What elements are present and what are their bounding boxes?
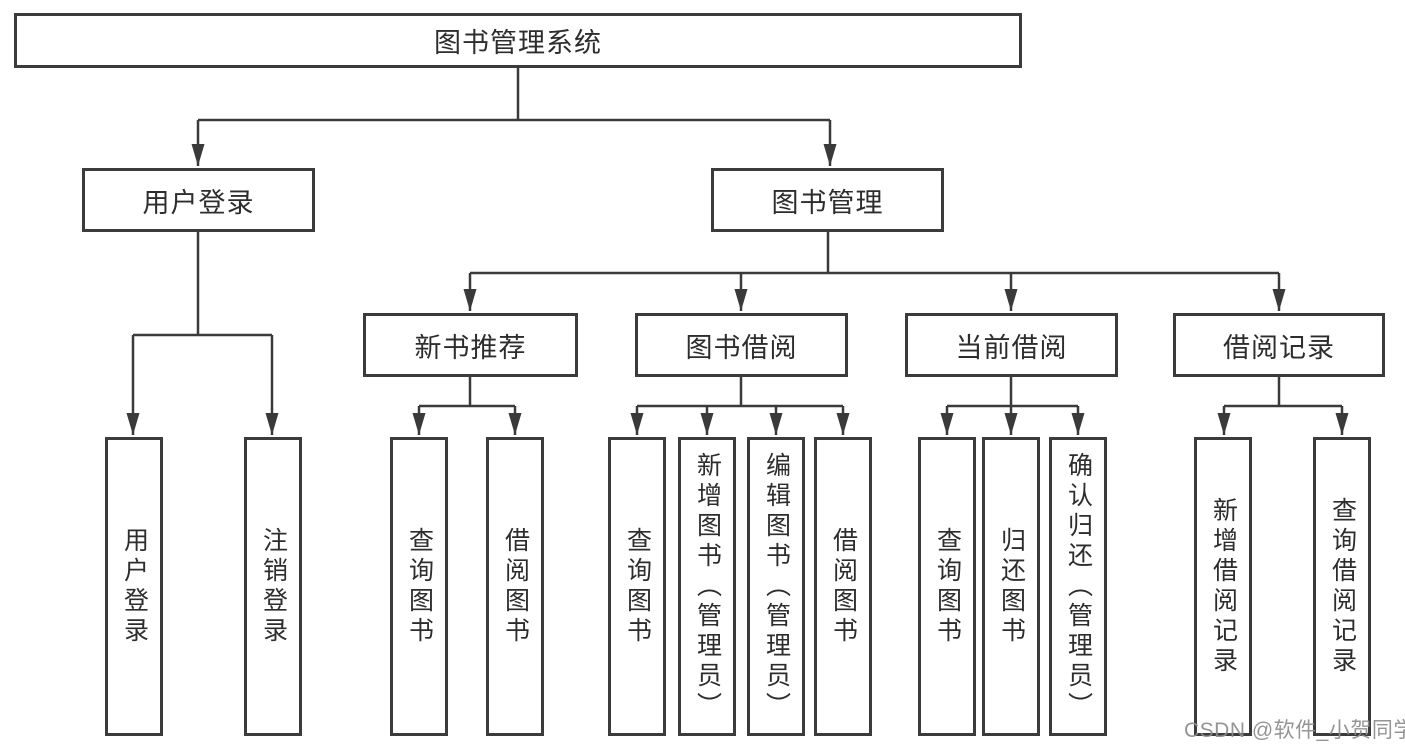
leaf-query-books-current: 查询图书 [918, 437, 976, 736]
watermark-text: CSDN @软件_小贺同学 [1184, 719, 1405, 742]
node-label: 新增借阅记录 [1209, 496, 1238, 677]
leaf-return-books: 归还图书 [982, 437, 1040, 736]
node-label: 借阅记录 [1223, 332, 1335, 363]
node-label: 注销登录 [259, 526, 288, 647]
leaf-borrow-books-borrowing: 借阅图书 [814, 437, 872, 736]
leaf-logout-login: 注销登录 [244, 437, 302, 736]
leaf-confirm-return-admin: 确认归还（管理员） [1049, 437, 1107, 736]
node-label: 图书借阅 [685, 332, 798, 363]
leaf-query-books-recommend: 查询图书 [390, 437, 448, 736]
node-label: 查询借阅记录 [1328, 496, 1357, 677]
node-label: 图书管理 [771, 187, 884, 218]
node-label: 归还图书 [997, 526, 1026, 647]
node-label: 当前借阅 [955, 332, 1068, 363]
node-label: 图书管理系统 [434, 28, 602, 58]
leaf-add-borrow-record: 新增借阅记录 [1194, 437, 1252, 736]
leaf-user-login: 用户登录 [105, 437, 163, 736]
node-borrowing-records: 借阅记录 [1173, 313, 1385, 377]
leaf-edit-books-admin: 编辑图书（管理员） [747, 437, 805, 736]
node-book-management: 图书管理 [711, 168, 944, 232]
node-book-borrowing: 图书借阅 [635, 313, 848, 377]
leaf-query-borrow-record: 查询借阅记录 [1313, 437, 1371, 736]
leaf-query-books-borrowing: 查询图书 [608, 437, 666, 736]
node-label: 查询图书 [405, 526, 434, 647]
leaf-add-books-admin: 新增图书（管理员） [678, 437, 736, 736]
node-label: 编辑图书（管理员） [762, 451, 791, 722]
node-current-borrowing: 当前借阅 [905, 313, 1118, 377]
node-label: 查询图书 [623, 526, 652, 647]
node-label: 用户登录 [142, 187, 255, 218]
node-label: 确认归还（管理员） [1064, 451, 1093, 722]
node-label: 借阅图书 [501, 526, 530, 647]
node-label: 新书推荐 [414, 332, 527, 363]
node-label: 新增图书（管理员） [693, 451, 722, 722]
node-label: 查询图书 [933, 526, 962, 647]
node-user-login: 用户登录 [82, 168, 315, 232]
leaf-borrow-books-recommend: 借阅图书 [486, 437, 544, 736]
node-library-management-system: 图书管理系统 [14, 13, 1022, 68]
node-label: 借阅图书 [829, 526, 858, 647]
node-label: 用户登录 [120, 526, 149, 647]
node-new-book-recommendation: 新书推荐 [363, 313, 578, 377]
